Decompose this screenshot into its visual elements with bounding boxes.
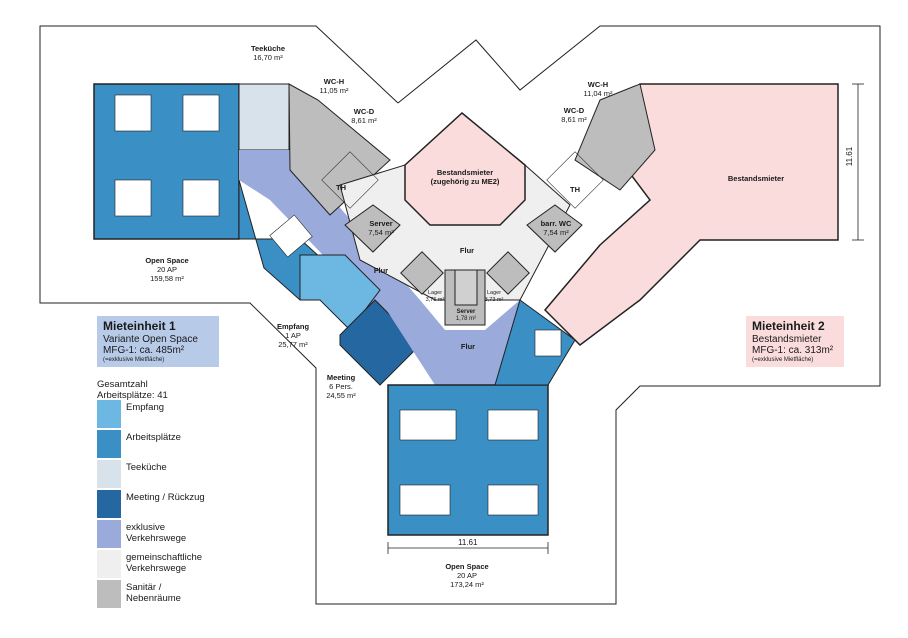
label-flur-center: Flur <box>460 342 476 351</box>
legend-swatch <box>97 520 121 548</box>
zone-teekueche <box>238 83 290 151</box>
unit-1-title: Mieteinheit 1 <box>103 319 176 333</box>
zone-lift-left <box>400 251 444 295</box>
dimension-bottom-label: 11.61 <box>458 538 478 547</box>
zone-bestandsmieter-center <box>404 112 526 226</box>
desk-groups <box>114 94 562 516</box>
unit-2-box: Mieteinheit 2 Bestandsmieter MFG-1: ca. … <box>746 316 844 367</box>
legend-label: Meeting / Rückzug <box>126 492 205 503</box>
dimension-bottom <box>387 542 549 554</box>
zone-barr-wc <box>526 204 583 253</box>
unit-1-line2: MFG-1: ca. 485m² <box>103 345 185 356</box>
legend-label: exklusive Verkehrswege <box>126 522 187 544</box>
dimension-right-label: 11.61 <box>845 146 855 167</box>
stairs <box>321 151 604 209</box>
zone-lift-right <box>486 251 530 295</box>
zone-lift-center <box>454 269 478 306</box>
unit-2-note: (=exklusive Mietfläche) <box>752 357 814 363</box>
unit-1-line1: Variante Open Space <box>103 334 198 345</box>
site-outline <box>39 25 881 605</box>
legend-header-2: Arbeitsplätze: 41 <box>97 390 168 401</box>
legend-item: Teeküche <box>97 460 209 490</box>
unit-2-title: Mieteinheit 2 <box>752 319 825 333</box>
legend-label: gemeinschaftliche Verkehrswege <box>126 552 203 574</box>
legend-label: Arbeitsplätze <box>126 432 181 443</box>
legend-label: Teeküche <box>126 462 167 473</box>
legend-header-1: Gesamtzahl <box>97 379 148 390</box>
legend-swatch <box>97 400 121 428</box>
legend-swatch <box>97 580 121 608</box>
zone-bestandsmieter-right <box>543 83 839 346</box>
unit-1-box: Mieteinheit 1 Variante Open Space MFG-1:… <box>97 316 219 367</box>
unit-1-note: (=exklusive Mietfläche) <box>103 357 165 363</box>
dimension-right <box>852 83 864 241</box>
zone-meeting <box>339 299 421 386</box>
label-flur-left: Flur <box>373 266 389 275</box>
label-bestandsmieter-right: Bestandsmieter <box>727 174 785 183</box>
unit-2-line2: MFG-1: ca. 313m² <box>752 345 834 356</box>
zone-sanitaer-right <box>574 83 656 191</box>
legend-swatch <box>97 550 121 578</box>
legend-item: gemeinschaftliche Verkehrswege <box>97 550 209 580</box>
legend-item: Empfang <box>97 400 209 430</box>
label-flur-top: Flur <box>459 246 475 255</box>
legend: Gesamtzahl Arbeitsplätze: 41 <box>97 379 209 401</box>
label-th-left: TH <box>336 183 346 192</box>
legend-label: Sanitär / Nebenräume <box>126 582 181 604</box>
legend-item: exklusive Verkehrswege <box>97 520 209 550</box>
label-bestandsmieter-center: Bestandsmieter(zugehörig zu ME2) <box>430 168 500 186</box>
zone-server <box>344 204 401 253</box>
legend-swatch <box>97 430 121 458</box>
legend-swatch <box>97 490 121 518</box>
unit-2-line1: Bestandsmieter <box>752 334 822 345</box>
legend-swatch <box>97 460 121 488</box>
legend-item: Sanitär / Nebenräume <box>97 580 209 610</box>
legend-item: Arbeitsplätze <box>97 430 209 460</box>
legend-label: Empfang <box>126 402 165 413</box>
legend-item: Meeting / Rückzug <box>97 490 209 520</box>
label-th-right: TH <box>570 185 580 194</box>
